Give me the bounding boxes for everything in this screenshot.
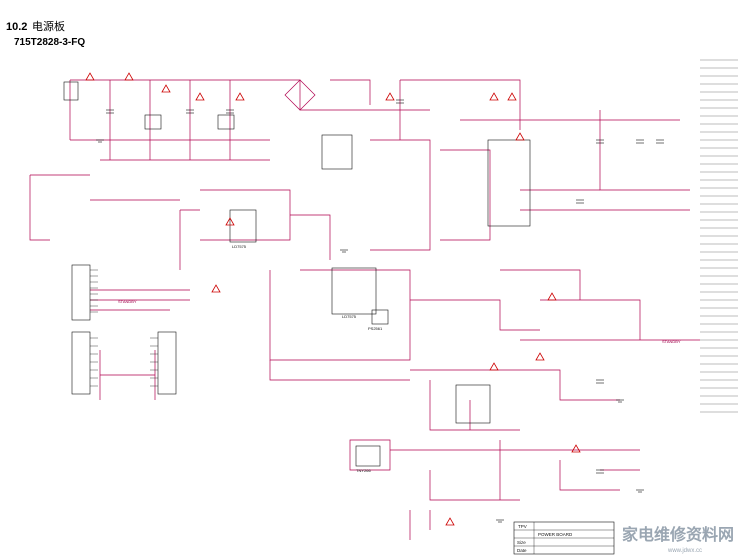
board-model: 715T2828-3-FQ: [14, 37, 85, 48]
line-filter-1: [144, 114, 162, 130]
main-transformer: [487, 139, 531, 227]
optocoupler-label: PS2561: [368, 326, 383, 331]
standby-net-label-right: STANDBY: [662, 339, 681, 344]
standby-net-label: STANDBY: [118, 299, 137, 304]
pwm-ic-label: LD7575: [342, 314, 357, 319]
watermark-url: www.jdwx.cc: [667, 548, 702, 554]
optocoupler-ic: [371, 309, 389, 325]
connector-pins: [90, 269, 158, 387]
watermark: 家电维修资料网 www.jdwx.cc: [622, 525, 734, 554]
section-number: 10.2: [6, 21, 27, 33]
controller-ic: [229, 209, 257, 243]
main-pwm-ic: [331, 267, 377, 315]
connector-cn801: [71, 331, 91, 395]
parts-list: [700, 59, 738, 413]
warning-triangles: [85, 72, 581, 526]
capacitors: [106, 99, 664, 474]
connector-cn803: [157, 331, 177, 395]
standby-ic-label: TNY266: [356, 468, 371, 473]
line-filter-2: [217, 114, 235, 130]
connector-cn802: [71, 264, 91, 321]
wires: [29, 79, 700, 540]
pfc-inductor: [321, 134, 353, 170]
title-block-doc-title: POWER BOARD: [538, 532, 573, 537]
components: [63, 81, 531, 467]
title-block-date-label: Date: [517, 548, 527, 553]
ac-inlet: [63, 81, 79, 101]
section-title: 电源板: [32, 19, 65, 33]
standby-transformer: [455, 384, 491, 424]
title-block-company: TPV: [518, 524, 527, 529]
title-block-size-label: Size: [517, 540, 526, 545]
watermark-text: 家电维修资料网: [622, 525, 734, 544]
controller-ic-label: LD7575: [232, 244, 247, 249]
title-block: TPV POWER BOARD Size Date: [513, 521, 615, 555]
ground-symbols: [96, 139, 644, 523]
standby-ic: [355, 445, 381, 467]
